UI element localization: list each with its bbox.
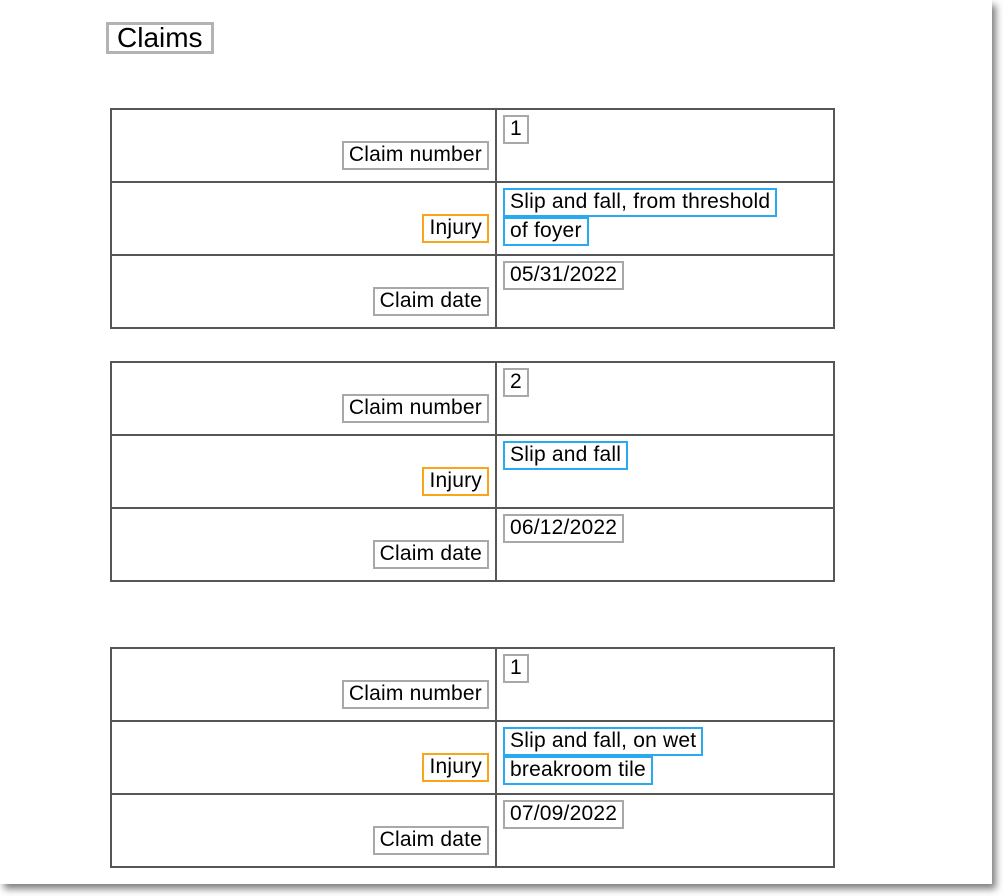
claim-number-value[interactable]: 2 — [503, 368, 529, 397]
injury-label-cell: Injury — [110, 434, 497, 509]
claim-number-value[interactable]: 1 — [503, 115, 529, 144]
claim-number-label-cell: Claim number — [110, 108, 497, 183]
claim-number-row: Claim number 1 — [110, 647, 835, 722]
injury-label-cell: Injury — [110, 720, 497, 795]
injury-label[interactable]: Injury — [422, 753, 489, 782]
claim-date-value-cell: 05/31/2022 — [495, 254, 835, 329]
injury-value-line[interactable]: Slip and fall, from threshold — [503, 188, 778, 217]
claim-date-row: Claim date 05/31/2022 — [110, 254, 835, 329]
claim-date-row: Claim date 06/12/2022 — [110, 507, 835, 582]
claim-table: Claim number 1 Injury Slip and fall, on … — [110, 647, 835, 868]
claim-number-row: Claim number 1 — [110, 108, 835, 183]
injury-label[interactable]: Injury — [422, 214, 489, 243]
claim-number-label[interactable]: Claim number — [341, 394, 489, 423]
injury-value-line[interactable]: Slip and fall, on wet — [503, 727, 704, 756]
claim-number-label[interactable]: Claim number — [341, 141, 489, 170]
claim-date-label[interactable]: Claim date — [372, 540, 489, 569]
claim-date-label[interactable]: Claim date — [372, 826, 489, 855]
claim-table: Claim number 1 Injury Slip and fall, fro… — [110, 108, 835, 329]
claim-date-value-cell: 07/09/2022 — [495, 793, 835, 868]
injury-value-line[interactable]: breakroom tile — [503, 756, 653, 785]
claim-number-row: Claim number 2 — [110, 361, 835, 436]
injury-value-line[interactable]: of foyer — [503, 217, 589, 246]
injury-label[interactable]: Injury — [422, 467, 489, 496]
claim-date-value[interactable]: 07/09/2022 — [503, 800, 625, 829]
page-title: Claims — [106, 22, 214, 54]
claim-number-value-cell: 2 — [495, 361, 835, 436]
claim-number-label[interactable]: Claim number — [341, 680, 489, 709]
injury-value: Slip and fall — [495, 434, 835, 509]
claim-date-value[interactable]: 05/31/2022 — [503, 261, 625, 290]
claim-table: Claim number 2 Injury Slip and fall Clai… — [110, 361, 835, 582]
claim-number-label-cell: Claim number — [110, 647, 497, 722]
claim-date-value[interactable]: 06/12/2022 — [503, 514, 625, 543]
injury-row: Injury Slip and fall — [110, 434, 835, 509]
claim-number-label-cell: Claim number — [110, 361, 497, 436]
document-page: Claims Claim number 1 Injury Sl — [0, 22, 992, 868]
injury-value-line[interactable]: Slip and fall — [503, 441, 629, 470]
claim-number-value-cell: 1 — [495, 647, 835, 722]
claim-date-value-cell: 06/12/2022 — [495, 507, 835, 582]
claim-number-value[interactable]: 1 — [503, 654, 529, 683]
claim-date-row: Claim date 07/09/2022 — [110, 793, 835, 868]
claim-number-value-cell: 1 — [495, 108, 835, 183]
claims-tables: Claim number 1 Injury Slip and fall, fro… — [0, 108, 992, 868]
injury-label-cell: Injury — [110, 181, 497, 256]
claim-date-label-cell: Claim date — [110, 254, 497, 329]
claim-date-label-cell: Claim date — [110, 507, 497, 582]
claim-date-label-cell: Claim date — [110, 793, 497, 868]
claim-date-label[interactable]: Claim date — [372, 287, 489, 316]
